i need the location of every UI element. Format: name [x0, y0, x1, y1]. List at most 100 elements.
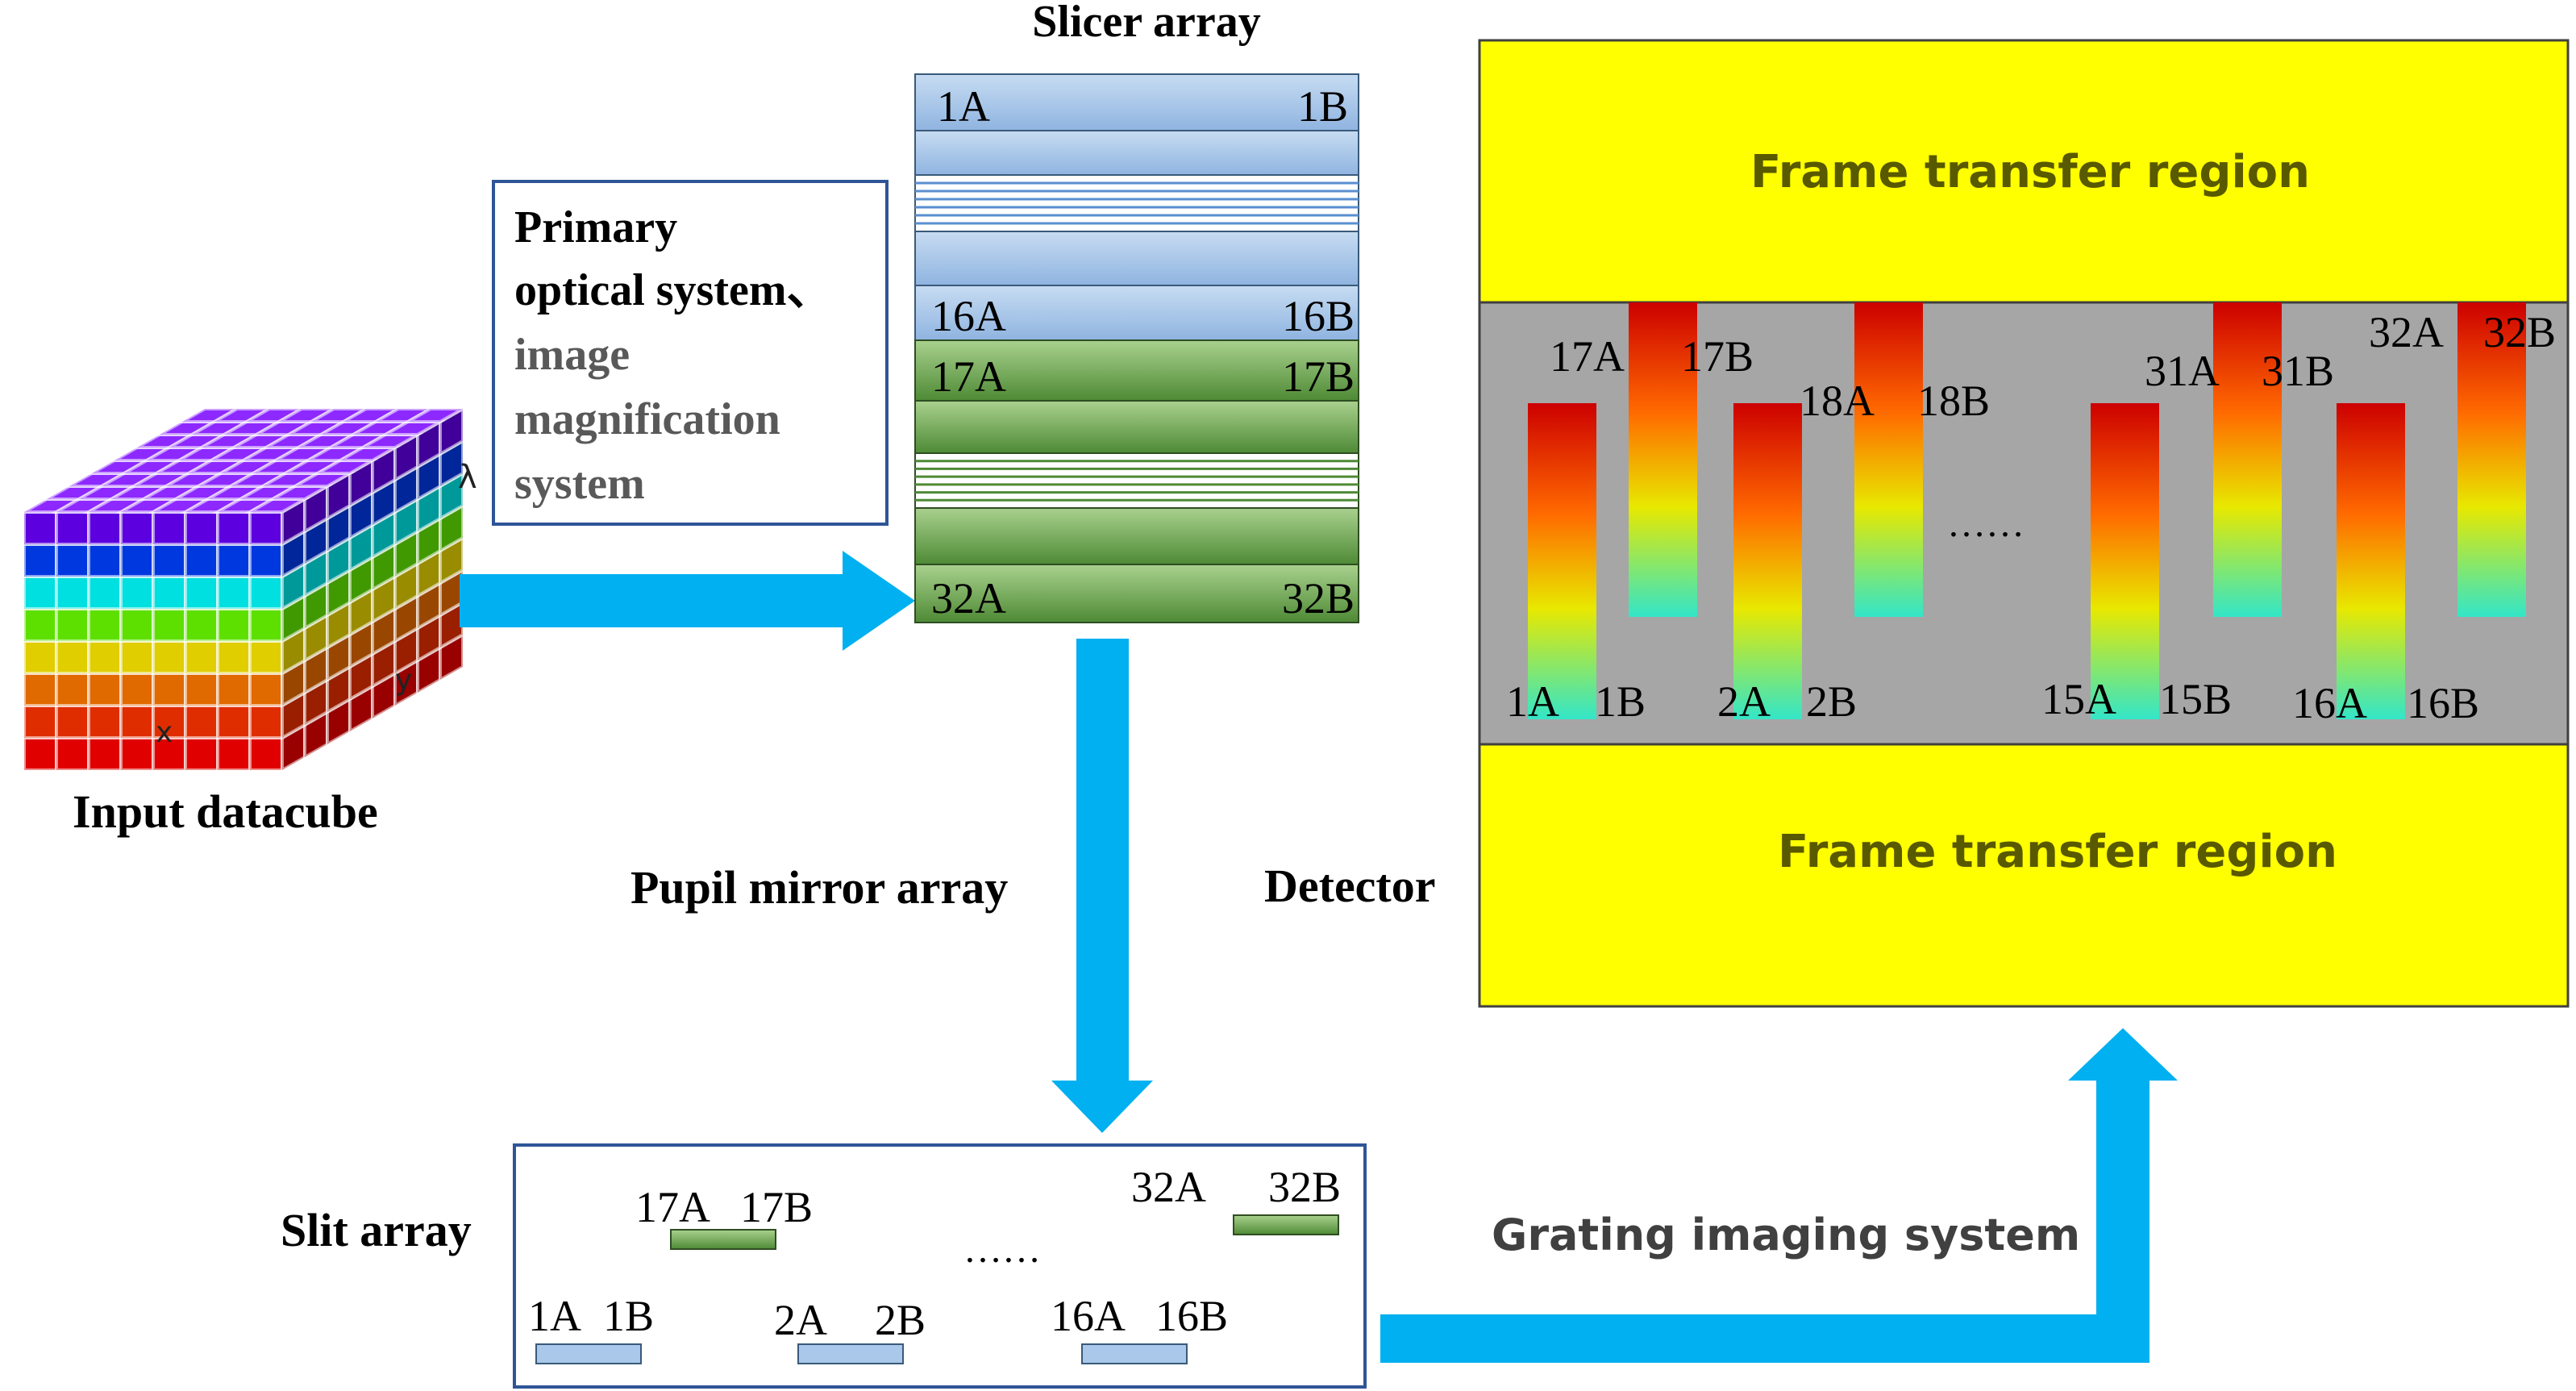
- slit-label-16a: 16A: [1051, 1292, 1126, 1340]
- slicer-slice-31: [914, 507, 1359, 565]
- slit-array-box: [513, 1143, 1367, 1389]
- detector-label-18b: 18B: [1917, 377, 1990, 425]
- stripe-2: [1733, 403, 1802, 719]
- datacube-front-cell: [152, 607, 187, 643]
- slicer-label-17a: 17A: [931, 352, 1006, 401]
- datacube-front-cell: [55, 575, 90, 610]
- frame-transfer-top: [1478, 39, 2570, 304]
- datacube-front-cell: [152, 672, 187, 707]
- primary-line-1: Primary: [514, 202, 677, 252]
- slicer-label-32a: 32A: [931, 574, 1006, 623]
- slit-label-2a: 2A: [774, 1296, 827, 1344]
- datacube-front-cell: [87, 639, 123, 675]
- slit-17: [670, 1229, 776, 1250]
- datacube-front-cell: [23, 704, 58, 739]
- slicer-array-title: Slicer array: [1032, 0, 1261, 47]
- slicer-label-1b: 1B: [1297, 82, 1348, 131]
- datacube-front-cell: [216, 607, 252, 643]
- datacube-front-cell: [152, 575, 187, 610]
- datacube-front-cell: [216, 704, 252, 739]
- datacube-front-cell: [55, 510, 90, 546]
- datacube-front-cell: [87, 607, 123, 643]
- pupil-mirror-array-label: Pupil mirror array: [630, 861, 1008, 914]
- datacube-front-cell: [184, 607, 219, 643]
- datacube-front-cell: [184, 575, 219, 610]
- frame-transfer-top-label: Frame transfer region: [1750, 146, 2310, 198]
- slicer-thin-green-group: [914, 452, 1359, 509]
- stripe-31: [2213, 302, 2282, 617]
- primary-optical-box: [492, 180, 888, 526]
- datacube-front-cell: [216, 510, 252, 546]
- primary-line-5: system: [514, 459, 645, 509]
- datacube-front-cell: [87, 543, 123, 578]
- datacube-front-cell: [119, 672, 155, 707]
- stripe-16: [2337, 403, 2405, 719]
- datacube-front-cell: [248, 672, 284, 707]
- detector-label: Detector: [1264, 860, 1436, 912]
- datacube-front-cell: [248, 575, 284, 610]
- slit-label-1b: 1B: [603, 1292, 654, 1340]
- slit-array-label: Slit array: [281, 1204, 472, 1256]
- slit-label-32a: 32A: [1131, 1163, 1206, 1211]
- detector-label-17b: 17B: [1681, 332, 1754, 381]
- detector-label-15a: 15A: [2041, 675, 2116, 723]
- slicer-label-17b: 17B: [1282, 352, 1355, 401]
- detector-label-15b: 15B: [2159, 675, 2232, 723]
- datacube-front-cell: [184, 543, 219, 578]
- datacube-front-cell: [55, 736, 90, 772]
- datacube-front-cell: [216, 736, 252, 772]
- lambda-axis-label: λ: [458, 459, 477, 496]
- frame-transfer-bottom: [1478, 743, 2570, 1008]
- detector-label-32a: 32A: [2369, 308, 2444, 356]
- datacube-front-cell: [23, 543, 58, 578]
- datacube-front-cell: [184, 704, 219, 739]
- detector-label-16b: 16B: [2407, 679, 2479, 727]
- slicer-slice-32: [914, 564, 1359, 623]
- detector-label-31a: 31A: [2145, 347, 2220, 395]
- datacube-front-cell: [119, 543, 155, 578]
- datacube-front-cell: [184, 639, 219, 675]
- frame-transfer-bottom-label: Frame transfer region: [1778, 826, 2337, 878]
- datacube-front-cell: [152, 543, 187, 578]
- arrow-to-detector: [1380, 1028, 2178, 1363]
- datacube-top-cell: [402, 407, 469, 423]
- slicer-thin-blue-group: [914, 174, 1359, 232]
- datacube-front-cell: [216, 575, 252, 610]
- datacube-front-cell: [23, 607, 58, 643]
- datacube-front-cell: [248, 510, 284, 546]
- slicer-label-1a: 1A: [937, 82, 990, 131]
- slit-ellipsis: ……: [963, 1228, 1041, 1271]
- stripe-17: [1629, 302, 1697, 617]
- datacube-front-cell: [248, 736, 284, 772]
- stripe-15: [2091, 403, 2159, 719]
- detector-label-1b: 1B: [1595, 677, 1646, 726]
- slit-label-17b: 17B: [740, 1183, 813, 1231]
- detector-label-16a: 16A: [2292, 679, 2367, 727]
- detector-label-1a: 1A: [1506, 677, 1559, 726]
- arrow-to-slit-array: [1051, 639, 1153, 1133]
- slicer-thin-blue-lines: [915, 181, 1359, 225]
- slit-label-17a: 17A: [635, 1183, 710, 1231]
- datacube-front-cell: [55, 672, 90, 707]
- datacube-front-cell: [119, 704, 155, 739]
- slit-label-2b: 2B: [875, 1296, 926, 1344]
- arrow-to-slicer: [460, 551, 915, 651]
- datacube-front-cell: [23, 736, 58, 772]
- slit-1: [535, 1343, 642, 1364]
- datacube-front-cell: [87, 672, 123, 707]
- datacube-front-cell: [87, 575, 123, 610]
- slicer-label-16a: 16A: [931, 292, 1006, 340]
- stripe-18: [1854, 302, 1923, 617]
- primary-line-4: magnification: [514, 394, 780, 444]
- slicer-array: [914, 73, 1359, 623]
- datacube-front-cell: [55, 704, 90, 739]
- primary-line-2: optical system、: [514, 265, 832, 315]
- slit-label-32b: 32B: [1268, 1163, 1341, 1211]
- datacube-front-cell: [216, 639, 252, 675]
- x-axis-label: x: [156, 716, 173, 749]
- datacube-front-cell: [184, 736, 219, 772]
- datacube-front-cell: [248, 704, 284, 739]
- detector-label-17a: 17A: [1550, 332, 1625, 381]
- input-datacube: [18, 406, 469, 773]
- datacube-front-cell: [23, 639, 58, 675]
